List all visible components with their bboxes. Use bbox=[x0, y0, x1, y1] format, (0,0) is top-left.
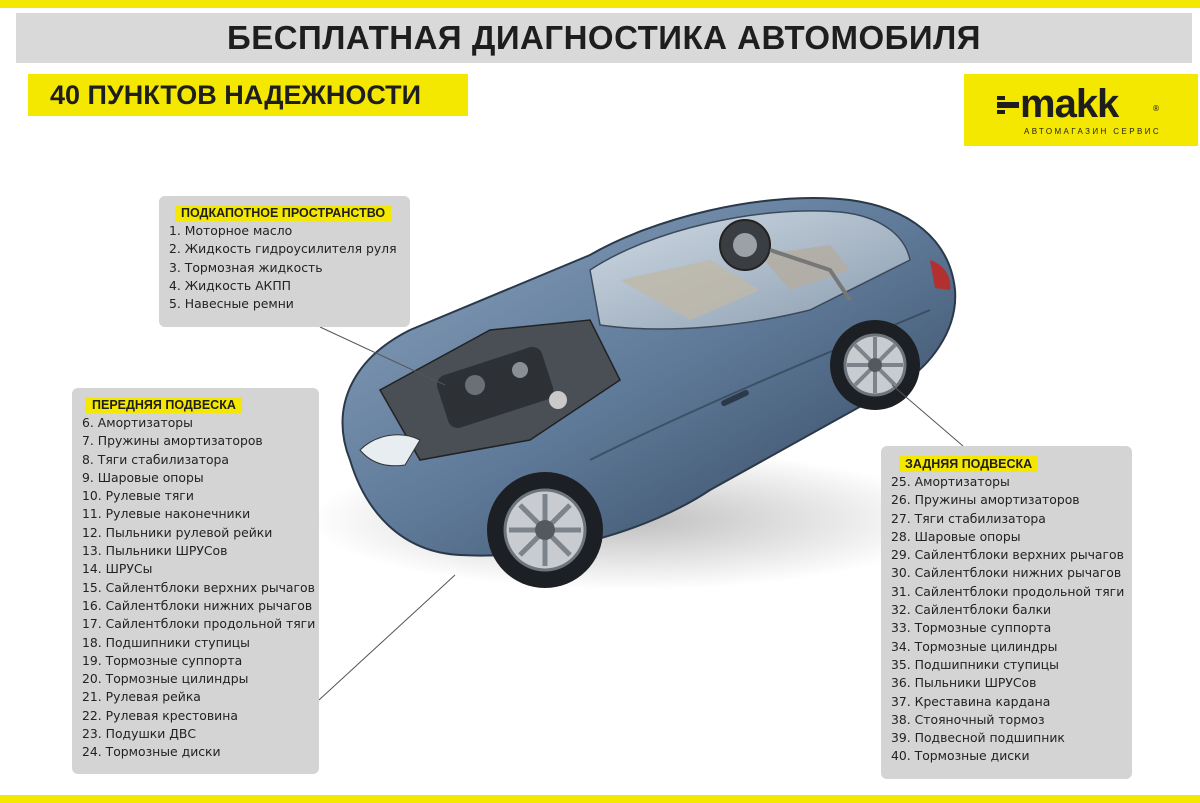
list-item: 4. Жидкость АКПП bbox=[169, 277, 291, 293]
list-item: 11. Рулевые наконечники bbox=[82, 506, 251, 522]
list-item: 32. Сайлентблоки балки bbox=[891, 602, 1052, 618]
brand-logo: makk ® АВТОМАГАЗИН СЕРВИС bbox=[964, 74, 1198, 146]
rear-suspension-panel: ЗАДНЯЯ ПОДВЕСКА 25. Амортизаторы 26. Пру… bbox=[881, 446, 1132, 779]
list-item: 13. Пыльники ШРУСов bbox=[82, 543, 228, 559]
list-item: 34. Тормозные цилиндры bbox=[891, 638, 1058, 654]
list-item: 24. Тормозные диски bbox=[82, 744, 221, 760]
page-subtitle: 40 ПУНКТОВ НАДЕЖНОСТИ bbox=[50, 79, 422, 110]
brand-name: makk bbox=[1020, 82, 1119, 126]
list-item: 10. Рулевые тяги bbox=[82, 488, 194, 504]
list-item: 1. Моторное масло bbox=[169, 223, 293, 238]
registered-mark: ® bbox=[1152, 104, 1160, 113]
list-item: 17. Сайлентблоки продольной тяги bbox=[82, 616, 316, 632]
list-item: 3. Тормозная жидкость bbox=[169, 259, 323, 275]
list-item: 36. Пыльники ШРУСов bbox=[891, 675, 1037, 691]
front-heading: ПЕРЕДНЯЯ ПОДВЕСКА bbox=[86, 397, 242, 413]
rear-list: 25. Амортизаторы 26. Пружины амортизатор… bbox=[891, 473, 1125, 766]
front-list: 6. Амортизаторы 7. Пружины амортизаторов… bbox=[82, 414, 316, 762]
bottom-stripe bbox=[0, 795, 1200, 803]
list-item: 30. Сайлентблоки нижних рычагов bbox=[891, 565, 1122, 581]
list-item: 20. Тормозные цилиндры bbox=[82, 671, 249, 687]
list-item: 7. Пружины амортизаторов bbox=[82, 433, 263, 449]
list-item: 31. Сайлентблоки продольной тяги bbox=[891, 583, 1125, 599]
list-item: 33. Тормозные суппорта bbox=[891, 620, 1052, 636]
list-item: 21. Рулевая рейка bbox=[82, 689, 201, 705]
subtitle-banner: 40 ПУНКТОВ НАДЕЖНОСТИ bbox=[28, 74, 468, 116]
hood-panel: ПОДКАПОТНОЕ ПРОСТРАНСТВО 1. Моторное мас… bbox=[159, 196, 410, 327]
list-item: 12. Пыльники рулевой рейки bbox=[82, 524, 273, 540]
list-item: 16. Сайлентблоки нижних рычагов bbox=[82, 597, 313, 613]
list-item: 9. Шаровые опоры bbox=[82, 469, 204, 485]
list-item: 15. Сайлентблоки верхних рычагов bbox=[82, 579, 315, 595]
list-item: 40. Тормозные диски bbox=[891, 748, 1030, 764]
list-item: 14. ШРУСы bbox=[82, 561, 153, 577]
list-item: 29. Сайлентблоки верхних рычагов bbox=[891, 547, 1124, 563]
list-item: 38. Стояночный тормоз bbox=[891, 711, 1045, 727]
list-item: 27. Тяги стабилизатора bbox=[891, 510, 1046, 526]
page-title: БЕСПЛАТНАЯ ДИАГНОСТИКА АВТОМОБИЛЯ bbox=[226, 19, 981, 56]
rear-heading: ЗАДНЯЯ ПОДВЕСКА bbox=[899, 456, 1039, 472]
list-item: 25. Амортизаторы bbox=[891, 474, 1010, 489]
list-item: 19. Тормозные суппорта bbox=[82, 652, 243, 668]
title-banner: БЕСПЛАТНАЯ ДИАГНОСТИКА АВТОМОБИЛЯ bbox=[16, 13, 1192, 63]
brand-tagline: АВТОМАГАЗИН СЕРВИС bbox=[1024, 127, 1162, 136]
list-item: 8. Тяги стабилизатора bbox=[82, 451, 230, 467]
list-item: 5. Навесные ремни bbox=[169, 296, 294, 312]
list-item: 28. Шаровые опоры bbox=[891, 528, 1021, 544]
hood-heading: ПОДКАПОТНОЕ ПРОСТРАНСТВО bbox=[175, 205, 392, 221]
list-item: 22. Рулевая крестовина bbox=[82, 707, 238, 723]
list-item: 23. Подушки ДВС bbox=[82, 726, 197, 742]
car-illustration bbox=[310, 197, 957, 590]
hood-list: 1. Моторное масло 2. Жидкость гидроусили… bbox=[169, 222, 400, 313]
top-stripe bbox=[0, 0, 1200, 8]
list-item: 2. Жидкость гидроусилителя руля bbox=[169, 241, 397, 257]
plus-icon bbox=[997, 96, 1019, 114]
list-item: 35. Подшипники ступицы bbox=[891, 656, 1059, 672]
list-item: 26. Пружины амортизаторов bbox=[891, 492, 1080, 508]
list-item: 18. Подшипники ступицы bbox=[82, 634, 250, 650]
list-item: 37. Креставина кардана bbox=[891, 693, 1051, 709]
list-item: 6. Амортизаторы bbox=[82, 415, 193, 430]
front-suspension-panel: ПЕРЕДНЯЯ ПОДВЕСКА 6. Амортизаторы 7. Пру… bbox=[72, 388, 319, 774]
list-item: 39. Подвесной подшипник bbox=[891, 730, 1065, 746]
